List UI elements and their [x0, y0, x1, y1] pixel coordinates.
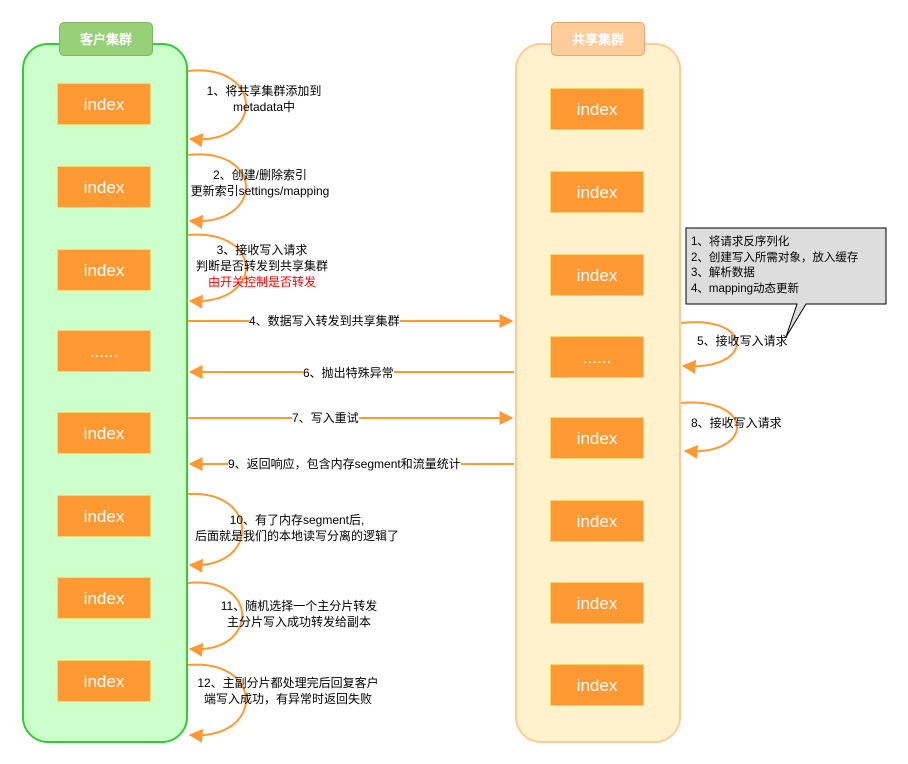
step-11-label: 11、随机选择一个主分片转发 主分片写入成功转发给副本: [209, 598, 389, 630]
client-index-node: index: [57, 495, 151, 537]
step-label-line: 12、主副分片都处理完后回复客户: [197, 676, 379, 690]
shared-index-node: index: [550, 664, 644, 706]
client-index-node: index: [57, 249, 151, 291]
step-label-line: 1、将共享集群添加到: [206, 84, 322, 98]
step-5-label: 5、接收写入请求: [697, 334, 788, 348]
step-label-line: 10、有了内存segment后,: [229, 513, 365, 527]
step-3-label: 3、接收写入请求 判断是否转发到共享集群 由开关控制是否转发: [186, 242, 338, 290]
step-label-line: 主分片写入成功转发给副本: [226, 615, 371, 629]
step-1-label: 1、将共享集群添加到 metadata中: [190, 83, 338, 115]
step-label-line: 更新索引settings/mapping: [190, 184, 330, 198]
arrow-step-1: [187, 69, 247, 148]
step-label-line: 11、随机选择一个主分片转发: [220, 599, 378, 613]
step-label-highlight: 由开关控制是否转发: [207, 275, 316, 289]
arrow-step-3: [187, 233, 247, 309]
callout-note: 1、将请求反序列化 2、创建写入所需对象，放入缓存 3、解析数据 4、mappi…: [691, 235, 858, 297]
arrow-step-12: [187, 663, 247, 743]
arrow-step-8: [680, 401, 738, 459]
step-9-label: 9、返回响应，包含内存segment和流量统计: [228, 456, 461, 472]
callout-shape: [685, 227, 887, 338]
shared-cluster: [515, 43, 681, 743]
client-ellipsis-node: ......: [57, 330, 151, 372]
arrow-step-2: [187, 153, 247, 229]
client-index-node: index: [57, 83, 151, 125]
step-label-line: 后面就是我们的本地读写分离的逻辑了: [194, 529, 399, 543]
step-label-line: 2、创建/删除索引: [212, 168, 307, 182]
step-label-line: 3、接收写入请求: [216, 243, 308, 257]
step-8-label: 8、接收写入请求: [691, 416, 782, 430]
step-4-label: 4、数据写入转发到共享集群: [249, 313, 400, 329]
step-10-label: 10、有了内存segment后, 后面就是我们的本地读写分离的逻辑了: [191, 512, 403, 544]
arrow-step-5: [680, 321, 738, 374]
callout-line: 4、mapping动态更新: [691, 282, 800, 295]
shared-index-node: index: [550, 582, 644, 624]
step-label-line: 端写入成功，有异常时返回失败: [203, 692, 372, 706]
client-cluster-title: 客户集群: [59, 22, 153, 56]
arrow-step-10: [187, 492, 244, 573]
shared-ellipsis-node: ......: [550, 336, 644, 378]
callout-line: 3、解析数据: [691, 267, 755, 279]
shared-index-node: index: [550, 88, 644, 130]
step-label-line: 判断是否转发到共享集群: [195, 259, 328, 273]
shared-index-node: index: [550, 500, 644, 542]
shared-index-node: index: [550, 254, 644, 296]
arrow-step-11: [187, 581, 244, 657]
step-12-label: 12、主副分片都处理完后回复客户 端写入成功，有异常时返回失败: [190, 675, 386, 707]
callout-line: 2、创建写入所需对象，放入缓存: [691, 251, 859, 264]
shared-index-node: index: [550, 171, 644, 213]
client-cluster: [22, 43, 188, 743]
client-index-node: index: [57, 577, 151, 619]
step-6-label: 6、抛出特殊异常: [303, 365, 394, 381]
shared-index-node: index: [550, 417, 644, 459]
step-label-line: metadata中: [232, 100, 296, 114]
step-7-label: 7、写入重试: [292, 410, 359, 426]
client-index-node: index: [57, 166, 151, 208]
step-2-label: 2、创建/删除索引 更新索引settings/mapping: [186, 167, 334, 199]
client-index-node: index: [57, 412, 151, 454]
client-index-node: index: [57, 660, 151, 702]
callout-line: 1、将请求反序列化: [691, 236, 790, 248]
shared-cluster-title: 共享集群: [551, 22, 645, 56]
